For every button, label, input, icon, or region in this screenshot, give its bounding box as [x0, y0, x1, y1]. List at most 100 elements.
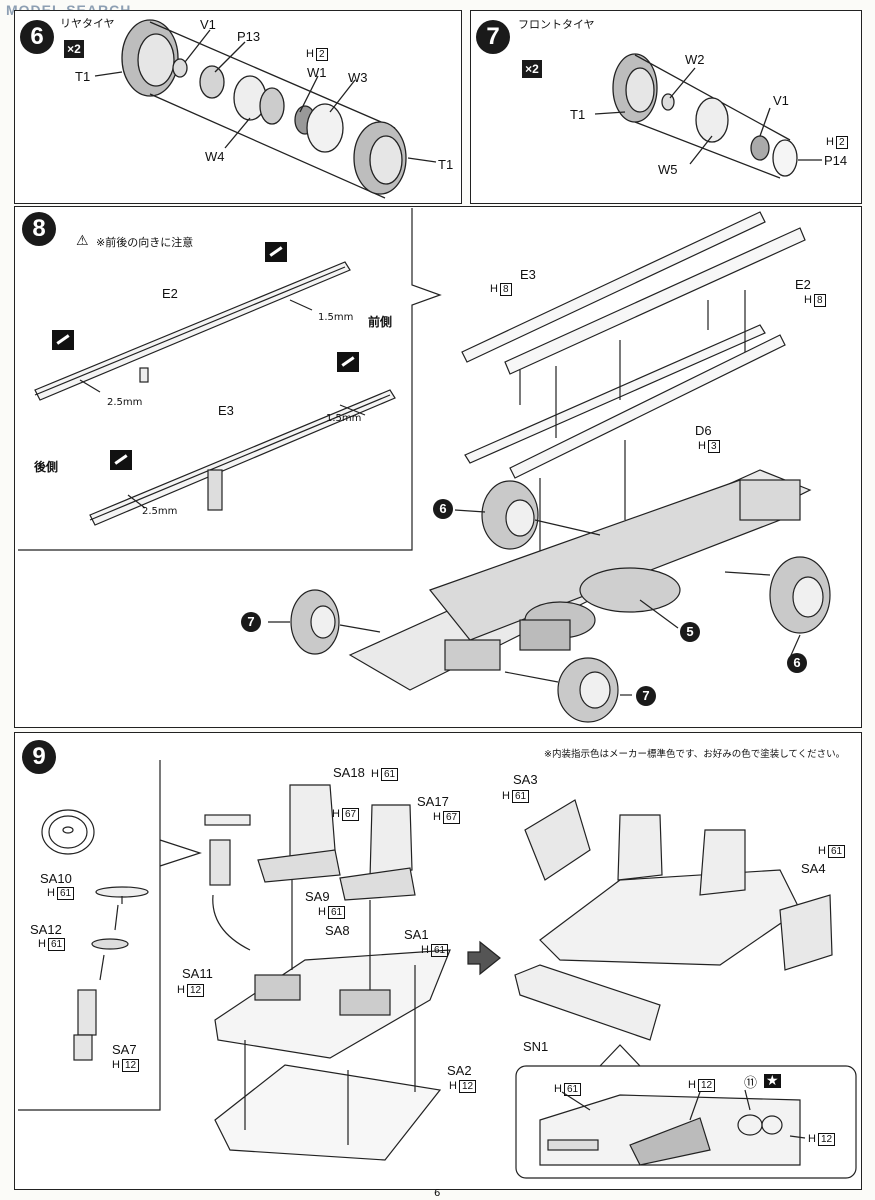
step-6-title: リヤタイヤ: [60, 17, 115, 30]
part-label-sa10: SA10: [40, 871, 72, 886]
part-label-v1-front: V1: [773, 93, 789, 108]
color-ref-11: ⑪: [744, 1076, 758, 1091]
hint-h-value: 61: [380, 768, 399, 781]
hint-h-letter: H: [826, 136, 834, 148]
glue-icon: [337, 352, 359, 372]
part-label-e3-inset: E3: [218, 403, 234, 418]
hint-h-letter: H: [371, 768, 379, 780]
hint-h-value: 12: [186, 984, 205, 997]
ref-step-6-right: 6: [787, 653, 807, 673]
hint-h-value: 61: [430, 944, 449, 957]
caution-text: ※前後の向きに注意: [96, 236, 194, 249]
part-label-sa4: SA4: [801, 861, 826, 876]
part-label-sa18: SA18: [333, 765, 365, 780]
part-label-sa9: SA9: [305, 889, 330, 904]
hint-h-value: 12: [458, 1080, 477, 1093]
rear-side-label: 後側: [34, 460, 59, 474]
step-7-multiplier: ×2: [522, 60, 542, 78]
hint-h-value: 61: [511, 790, 530, 803]
paint-note: ※内装指示色はメーカー標準色です、お好みの色で塗装してください。: [544, 749, 846, 760]
dim-2-5mm-bottom: 2.5mm: [142, 506, 178, 517]
glue-icon: [52, 330, 74, 350]
hint-h-letter: H: [47, 887, 55, 899]
hint-h-value: 61: [56, 887, 75, 900]
hint-h-letter: H: [38, 938, 46, 950]
part-label-sa3: SA3: [513, 772, 538, 787]
hint-h-value: 3: [707, 440, 720, 453]
glue-icon: [265, 242, 287, 262]
hint-h-value: 67: [341, 808, 360, 821]
part-label-d6: D6: [695, 423, 712, 438]
hint-h-letter: H: [421, 944, 429, 956]
hint-h-value: 61: [47, 938, 66, 951]
hint-h-value: 8: [499, 283, 512, 296]
part-label-sn1: SN1: [523, 1039, 549, 1054]
step-7-badge: 7: [476, 20, 510, 54]
step-6-multiplier: ×2: [64, 40, 84, 58]
hint-h-letter: H: [449, 1080, 457, 1092]
hint-h-value: 12: [817, 1133, 836, 1146]
part-label-p14: P14: [824, 153, 848, 168]
hint-h-value: 12: [121, 1059, 140, 1072]
part-label-w3: W3: [348, 70, 368, 85]
dim-1-5mm-bottom: 1.5mm: [326, 413, 362, 424]
glue-icon: [110, 450, 132, 470]
hint-h-letter: H: [306, 48, 314, 60]
hint-h-letter: H: [318, 906, 326, 918]
step-8-badge: 8: [22, 212, 56, 246]
hint-h-letter: H: [177, 984, 185, 996]
star-icon: ★: [764, 1073, 781, 1089]
hint-h-letter: H: [698, 440, 706, 452]
hint-h-letter: H: [332, 808, 340, 820]
hint-h-letter: H: [502, 790, 510, 802]
part-label-w4: W4: [205, 149, 225, 164]
step-7-title: フロントタイヤ: [518, 18, 595, 31]
ref-step-7-front-left: 7: [241, 612, 261, 632]
warning-icon: ⚠: [76, 233, 89, 249]
page-number: 6: [434, 1188, 441, 1199]
part-label-t1-left: T1: [75, 69, 91, 84]
part-label-t1-right: T1: [438, 157, 454, 172]
hint-h-letter: H: [433, 811, 441, 823]
part-label-sa11: SA11: [182, 966, 213, 981]
hint-h-letter: H: [808, 1133, 816, 1145]
hint-h-value: 61: [563, 1083, 582, 1096]
part-label-sa7: SA7: [112, 1042, 137, 1057]
hint-h-value: 2: [315, 48, 328, 61]
hint-h-value: 8: [813, 294, 826, 307]
dim-2-5mm-top: 2.5mm: [107, 397, 143, 408]
step-9-badge: 9: [22, 740, 56, 774]
front-side-label: 前側: [368, 315, 393, 329]
hint-h-value: 2: [835, 136, 848, 149]
part-label-t1-front: T1: [570, 107, 586, 122]
hint-h-value: 12: [697, 1079, 716, 1092]
part-label-sa8: SA8: [325, 923, 350, 938]
ref-step-5: 5: [680, 622, 700, 642]
hint-h-letter: H: [688, 1079, 696, 1091]
hint-h-value: 61: [827, 845, 846, 858]
hint-h-value: 61: [327, 906, 346, 919]
part-label-sa1: SA1: [404, 927, 429, 942]
